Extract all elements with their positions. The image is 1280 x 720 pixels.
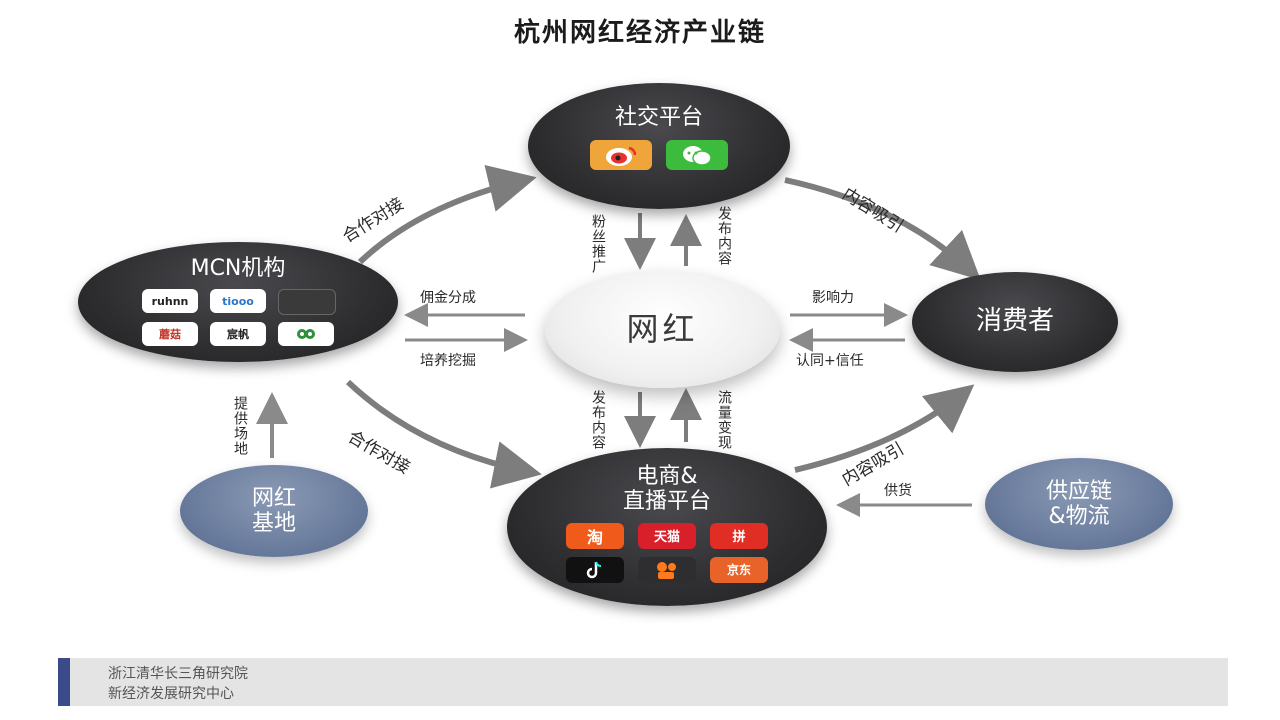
node-supply-label-1: 供应链 <box>1045 478 1112 504</box>
node-base-label-1: 网红 <box>251 485 296 511</box>
ecom-logos: 淘 天猫 拼 京东 <box>566 522 768 583</box>
pinduoduo-icon: 拼 <box>710 522 768 549</box>
tiktok-icon <box>566 556 624 583</box>
node-mcn-label: MCN机构 <box>190 256 286 281</box>
edge-label-center-ecom: 发布内容 <box>590 390 606 450</box>
edge-label-consumer-center: 认同+信任 <box>796 353 864 369</box>
node-social-label: 社交平台 <box>614 105 703 130</box>
tiktok-icon <box>586 561 602 578</box>
owl-icon <box>297 329 315 340</box>
node-mcn-agency: MCN机构 ruhnn tiooo 蘑菇 宸帆 <box>78 242 398 362</box>
wechat-icon <box>683 146 712 167</box>
mcn-logos: ruhnn tiooo 蘑菇 宸帆 <box>142 289 336 347</box>
source-footer: 浙江清华长三角研究院 新经济发展研究中心 <box>58 658 1228 706</box>
page-title: 杭州网红经济产业链 <box>513 18 766 48</box>
edge-label-mcn-center: 培养挖掘 <box>420 353 476 369</box>
edge-label-center-mcn: 佣金分成 <box>420 290 476 306</box>
footer-accent-bar <box>58 658 70 706</box>
edge-label-base-mcn: 提供场地 <box>232 396 248 456</box>
edge-label-center-consumer: 影响力 <box>812 290 854 306</box>
edge-label-social-center: 粉丝推广 <box>590 214 606 274</box>
node-influencer-label: 网红 <box>626 309 699 348</box>
mcn-logo-ruhnn: ruhnn <box>142 289 198 314</box>
edge-label-supply-ecom: 供货 <box>884 483 912 499</box>
wechat-icon <box>666 140 728 171</box>
node-ecommerce-live: 电商& 直播平台 淘 天猫 拼 京东 <box>507 448 827 606</box>
taobao-icon: 淘 <box>566 522 624 549</box>
arrow-ecom-to-consumer <box>794 384 975 473</box>
tmall-icon: 天猫 <box>638 522 696 549</box>
node-supply-label-2: &物流 <box>1048 504 1110 529</box>
node-ecom-label-1: 电商& <box>636 464 698 489</box>
footer-line-1: 浙江清华长三角研究院 <box>108 666 248 682</box>
kuaishou-icon <box>638 556 696 583</box>
arrow-social-to-consumer <box>784 177 981 281</box>
social-logos <box>590 140 728 171</box>
weibo-icon <box>590 140 652 171</box>
mcn-logo-tiooo: tiooo <box>210 289 266 314</box>
node-consumer-label: 消费者 <box>975 306 1054 337</box>
node-ecom-label-2: 直播平台 <box>622 489 711 515</box>
weibo-icon <box>606 147 637 167</box>
edge-label-center-social: 发布内容 <box>716 206 732 266</box>
kuaishou-icon <box>657 561 676 579</box>
mcn-logo-mogu: 蘑菇 <box>142 322 198 347</box>
node-base-label-2: 基地 <box>251 511 296 536</box>
node-influencer: 网红 <box>545 270 780 388</box>
edge-label-ecom-center: 流量变现 <box>716 390 732 450</box>
arrow-mcn-to-social <box>357 164 537 265</box>
node-supply-logistics: 供应链 &物流 <box>985 458 1173 550</box>
node-social-platform: 社交平台 <box>528 83 790 209</box>
mcn-logo-owl <box>278 322 334 347</box>
node-influencer-base: 网红 基地 <box>180 465 368 557</box>
footer-line-2: 新经济发展研究中心 <box>108 686 234 702</box>
jd-icon: 京东 <box>710 556 768 583</box>
node-consumer: 消费者 <box>912 272 1118 372</box>
mcn-logo-chenfan: 宸帆 <box>210 322 266 347</box>
mcn-logo-dark <box>278 289 336 316</box>
arrow-mcn-to-ecom <box>345 379 542 489</box>
